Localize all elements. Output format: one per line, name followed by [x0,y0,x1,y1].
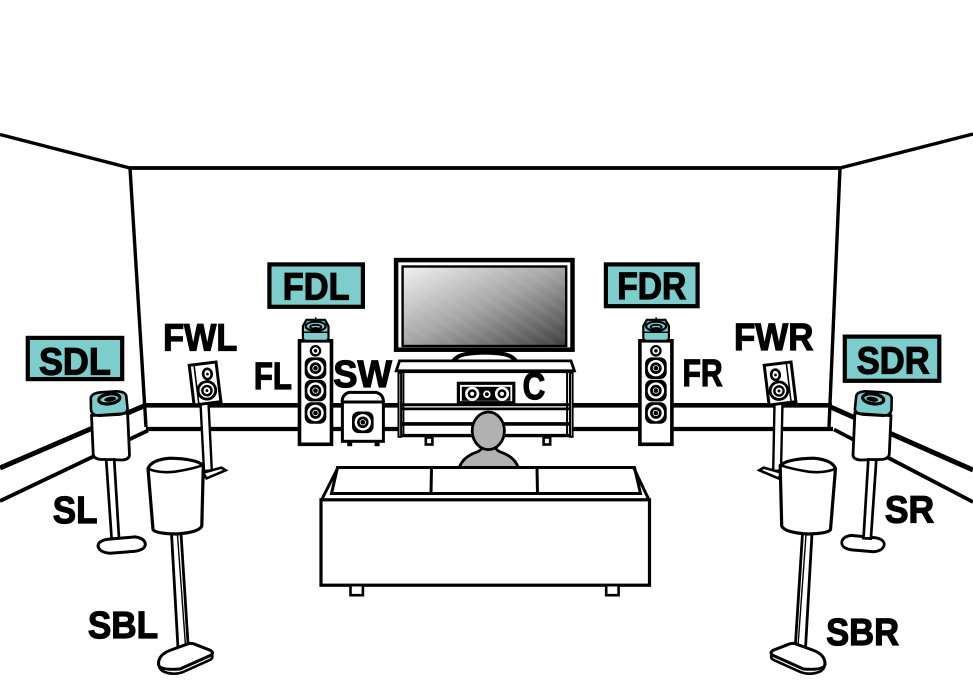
svg-text:FDL: FDL [283,266,350,308]
svg-text:SW: SW [333,354,392,396]
svg-text:FWL: FWL [163,317,237,359]
svg-text:SDL: SDL [39,342,111,384]
svg-text:FR: FR [682,353,722,395]
svg-text:FDR: FDR [617,266,686,308]
svg-text:SR: SR [885,490,934,532]
svg-text:SBR: SBR [826,612,899,654]
svg-text:FWR: FWR [734,317,813,359]
svg-text:SBL: SBL [88,605,158,647]
svg-text:C: C [523,366,546,408]
svg-text:FL: FL [254,356,292,398]
svg-text:SDR: SDR [857,341,930,383]
svg-text:SL: SL [53,490,98,532]
